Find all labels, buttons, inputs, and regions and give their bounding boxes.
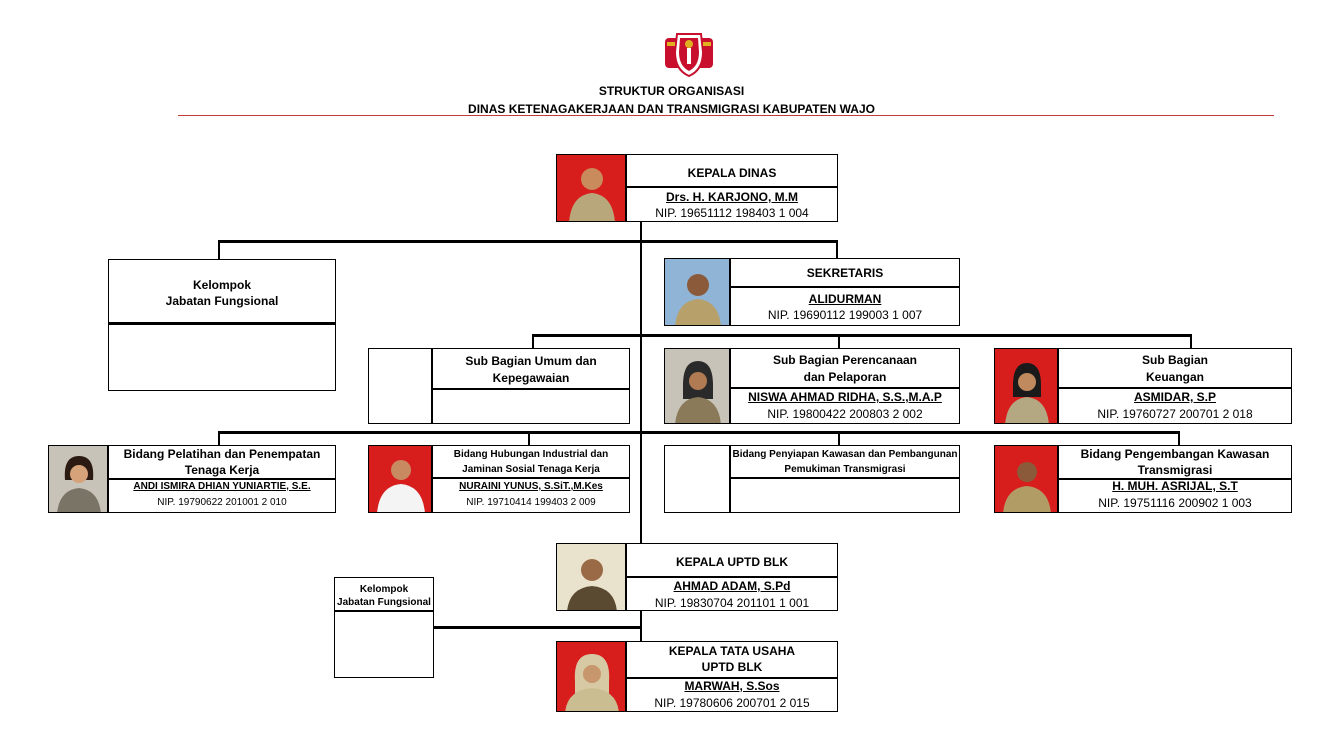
separator-line bbox=[108, 322, 336, 325]
separator-line bbox=[730, 477, 960, 479]
connector-line bbox=[532, 334, 1192, 337]
connector-line bbox=[1190, 334, 1192, 348]
sub-keuangan-nip: NIP. 19760727 200701 2 018 bbox=[1097, 407, 1253, 421]
sub-perencanaan-title-line2: dan Pelaporan bbox=[803, 370, 887, 384]
bidang-penyiapan-title-line2: Pemukiman Transmigrasi bbox=[784, 464, 906, 475]
connector-line bbox=[1178, 431, 1180, 445]
connector-line bbox=[434, 626, 642, 629]
kelompok-fungsional-bottom-line1: Kelompok bbox=[359, 584, 409, 595]
bidang-hubungan-name: NURAINI YUNUS, S.SiT.,M.Kes bbox=[459, 481, 603, 492]
kepala-tu-title-line1: KEPALA TATA USAHA bbox=[668, 644, 796, 658]
kelompok-fungsional-top-box bbox=[108, 259, 336, 391]
kepala-dinas-box bbox=[626, 154, 838, 222]
separator-line bbox=[730, 286, 960, 288]
sub-keuangan-name: ASMIDAR, S.P bbox=[1133, 390, 1216, 404]
bidang-penyiapan-title-line1: Bidang Penyiapan Kawasan dan Pembangunan bbox=[732, 449, 958, 460]
bidang-hubungan-nip: NIP. 19710414 199403 2 009 bbox=[466, 497, 596, 508]
separator-line bbox=[626, 576, 838, 578]
sub-perencanaan-nip: NIP. 19800422 200803 2 002 bbox=[767, 407, 923, 421]
connector-line bbox=[218, 240, 220, 260]
sub-perencanaan-box bbox=[730, 348, 960, 424]
sekretaris-box bbox=[730, 258, 960, 326]
page-subtitle: DINAS KETENAGAKERJAAN DAN TRANSMIGRASI K… bbox=[468, 102, 875, 116]
kepala-tu-name: MARWAH, S.Sos bbox=[684, 679, 780, 693]
sub-perencanaan-name: NISWA AHMAD RIDHA, S.S.,M.A.P bbox=[748, 390, 942, 404]
kepala-dinas-nip: NIP. 19651112 198403 1 004 bbox=[655, 206, 809, 220]
sub-keuangan-box bbox=[1058, 348, 1292, 424]
bidang-pengembangan-name: H. MUH. ASRIJAL, S.T bbox=[1112, 479, 1238, 493]
page-title: STRUKTUR ORGANISASI bbox=[598, 84, 745, 98]
bidang-hubungan-title-line2: Jaminan Sosial Tenaga Kerja bbox=[462, 464, 600, 475]
sekretaris-name: ALIDURMAN bbox=[808, 292, 882, 306]
kepala-dinas-photo bbox=[556, 154, 626, 222]
separator-line bbox=[1058, 387, 1292, 389]
kelompok-fungsional-bottom-line2: Jabatan Fungsional bbox=[337, 597, 431, 608]
bidang-pelatihan-photo bbox=[48, 445, 108, 513]
connector-line bbox=[528, 431, 530, 445]
bidang-pengembangan-photo bbox=[994, 445, 1058, 513]
kepala-uptd-photo bbox=[556, 543, 626, 611]
bidang-hubungan-title-line1: Bidang Hubungan Industrial dan bbox=[453, 449, 609, 460]
bidang-hubungan-box bbox=[432, 445, 630, 513]
separator-line bbox=[626, 677, 838, 679]
bidang-hubungan-photo bbox=[368, 445, 432, 513]
sub-perencanaan-photo bbox=[664, 348, 730, 424]
connector-line bbox=[836, 240, 838, 260]
kepala-tu-box bbox=[626, 641, 838, 712]
bidang-pengembangan-title-line2: Transmigrasi bbox=[1137, 463, 1213, 477]
separator-line bbox=[432, 477, 630, 479]
bidang-pelatihan-nip: NIP. 19790622 201001 2 010 bbox=[157, 497, 287, 508]
separator-line bbox=[626, 186, 838, 188]
separator-line bbox=[1058, 478, 1292, 480]
kepala-uptd-title: KEPALA UPTD BLK bbox=[676, 555, 788, 569]
kelompok-fungsional-bottom-box bbox=[334, 577, 434, 678]
wajo-coat-of-arms-logo bbox=[665, 33, 713, 78]
bidang-pengembangan-nip: NIP. 19751116 200902 1 003 bbox=[1098, 496, 1252, 510]
kepala-uptd-nip: NIP. 19830704 201101 1 001 bbox=[654, 596, 810, 610]
sub-umum-box bbox=[432, 348, 630, 424]
connector-line bbox=[838, 334, 840, 348]
kepala-tu-title-line2: UPTD BLK bbox=[701, 660, 763, 674]
bidang-penyiapan-box bbox=[730, 445, 960, 513]
kepala-dinas-name: Drs. H. KARJONO, M.M bbox=[665, 190, 798, 204]
kepala-tu-photo bbox=[556, 641, 626, 712]
separator-line bbox=[334, 610, 434, 612]
separator-line bbox=[432, 388, 630, 390]
sub-umum-title-line1: Sub Bagian Umum dan bbox=[465, 354, 597, 368]
separator-line bbox=[108, 478, 336, 480]
sekretaris-photo bbox=[664, 258, 730, 326]
kelompok-fungsional-top-line2: Jabatan Fungsional bbox=[165, 294, 279, 308]
bidang-penyiapan-photo-placeholder bbox=[664, 445, 730, 513]
kepala-dinas-title: KEPALA DINAS bbox=[687, 166, 777, 180]
connector-line bbox=[218, 431, 1180, 434]
sub-perencanaan-title-line1: Sub Bagian Perencanaan bbox=[772, 353, 918, 367]
sub-keuangan-photo bbox=[994, 348, 1058, 424]
sekretaris-title: SEKRETARIS bbox=[806, 266, 884, 280]
kelompok-fungsional-top-line1: Kelompok bbox=[192, 278, 251, 292]
separator-line bbox=[730, 387, 960, 389]
bidang-pelatihan-title-line2: Tenaga Kerja bbox=[184, 463, 260, 477]
sekretaris-nip: NIP. 19690112 199003 1 007 bbox=[767, 308, 923, 322]
kepala-uptd-name: AHMAD ADAM, S.Pd bbox=[673, 579, 791, 593]
connector-line bbox=[218, 240, 838, 243]
connector-line bbox=[532, 334, 534, 348]
bidang-pelatihan-name: ANDI ISMIRA DHIAN YUNIARTIE, S.E. bbox=[133, 481, 311, 492]
bidang-pelatihan-title-line1: Bidang Pelatihan dan Penempatan bbox=[123, 447, 321, 461]
sub-keuangan-title-line2: Keuangan bbox=[1145, 370, 1204, 384]
kepala-tu-nip: NIP. 19780606 200701 2 015 bbox=[654, 696, 810, 710]
connector-line bbox=[838, 431, 840, 445]
sub-umum-title-line2: Kepegawaian bbox=[492, 371, 570, 385]
bidang-pengembangan-title-line1: Bidang Pengembangan Kawasan bbox=[1080, 447, 1270, 461]
connector-line bbox=[218, 431, 220, 445]
title-divider bbox=[178, 115, 1274, 116]
sub-umum-photo-placeholder bbox=[368, 348, 432, 424]
sub-keuangan-title-line1: Sub Bagian bbox=[1141, 353, 1208, 367]
